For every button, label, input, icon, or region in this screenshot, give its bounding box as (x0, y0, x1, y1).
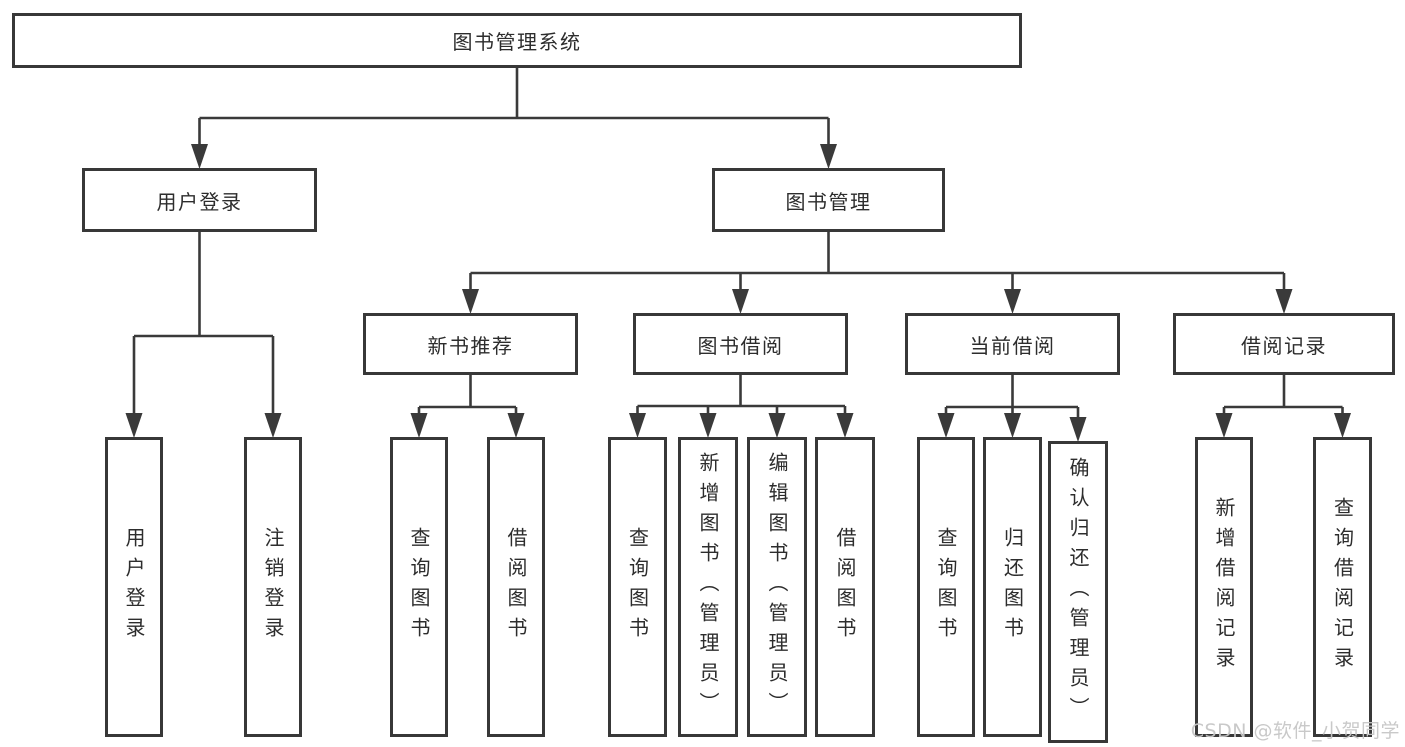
box-label-v-add-borrow-record: 新增借阅记录 (1212, 497, 1236, 677)
box-borrow-records: 借阅记录 (1173, 313, 1395, 375)
box-v-query-borrow-record: 查询借阅记录 (1313, 437, 1372, 737)
box-label-v-borrow-books-nb: 借阅图书 (504, 527, 528, 647)
box-label-v-user-login: 用户登录 (122, 527, 146, 647)
box-label-current-borrow: 当前借阅 (969, 333, 1056, 358)
box-label-root: 图书管理系统 (452, 30, 582, 54)
box-label-v-return-books: 归还图书 (1000, 527, 1025, 647)
box-v-add-borrow-record: 新增借阅记录 (1195, 437, 1253, 737)
box-label-v-query-books-bb: 查询图书 (625, 527, 650, 647)
box-label-v-query-books-cb: 查询图书 (934, 527, 958, 647)
arrowhead-icon (264, 413, 282, 438)
arrowhead-icon (629, 413, 646, 438)
arrowhead-icon (125, 413, 143, 438)
arrowhead-icon (699, 413, 717, 438)
box-book-borrow: 图书借阅 (633, 313, 848, 375)
arrowhead-icon (1004, 289, 1021, 314)
box-label-book-mgmt: 图书管理 (785, 189, 872, 214)
box-v-user-login: 用户登录 (105, 437, 163, 737)
arrowhead-icon (937, 413, 955, 438)
arrowhead-icon (732, 289, 749, 314)
box-v-add-books: 新增图书（管理员） (678, 437, 738, 737)
box-label-v-add-books: 新增图书（管理员） (696, 452, 720, 722)
box-root: 图书管理系统 (12, 13, 1022, 68)
watermark: CSDN @软件_小贺同学 (1190, 720, 1400, 742)
arrowhead-icon (507, 413, 525, 438)
box-label-v-logout: 注销登录 (261, 527, 285, 647)
box-book-mgmt: 图书管理 (712, 168, 945, 232)
box-v-borrow-books-nb: 借阅图书 (487, 437, 545, 737)
arrowhead-icon (410, 413, 428, 438)
arrowhead-icon (1275, 289, 1293, 314)
box-v-logout: 注销登录 (244, 437, 302, 737)
box-v-edit-books: 编辑图书（管理员） (747, 437, 807, 737)
box-v-confirm-return: 确认归还（管理员） (1048, 441, 1108, 743)
box-label-v-confirm-return: 确认归还（管理员） (1066, 457, 1090, 727)
box-user-login: 用户登录 (82, 168, 317, 232)
box-label-borrow-records: 借阅记录 (1241, 333, 1327, 358)
box-label-user-login: 用户登录 (156, 189, 243, 214)
box-label-v-query-borrow-record: 查询借阅记录 (1330, 497, 1355, 677)
arrowhead-icon (1334, 413, 1351, 438)
box-v-query-books-cb: 查询图书 (917, 437, 975, 737)
box-label-new-book-rec: 新书推荐 (427, 333, 514, 358)
box-v-borrow-books-bb: 借阅图书 (815, 437, 875, 737)
box-label-book-borrow: 图书借阅 (697, 333, 784, 358)
box-label-v-query-books-nb: 查询图书 (407, 527, 431, 647)
arrowhead-icon (836, 413, 854, 438)
box-v-return-books: 归还图书 (983, 437, 1042, 737)
box-current-borrow: 当前借阅 (905, 313, 1120, 375)
box-label-v-edit-books: 编辑图书（管理员） (765, 452, 789, 722)
box-label-v-borrow-books-bb: 借阅图书 (833, 527, 857, 647)
box-new-book-rec: 新书推荐 (363, 313, 578, 375)
box-v-query-books-bb: 查询图书 (608, 437, 667, 737)
arrowhead-icon (1069, 417, 1087, 442)
arrowhead-icon (191, 144, 208, 169)
arrowhead-icon (768, 413, 786, 438)
arrowhead-icon (1004, 413, 1021, 438)
arrowhead-icon (462, 289, 479, 314)
arrowhead-icon (1215, 413, 1233, 438)
arrowhead-icon (820, 144, 837, 169)
box-v-query-books-nb: 查询图书 (390, 437, 448, 737)
